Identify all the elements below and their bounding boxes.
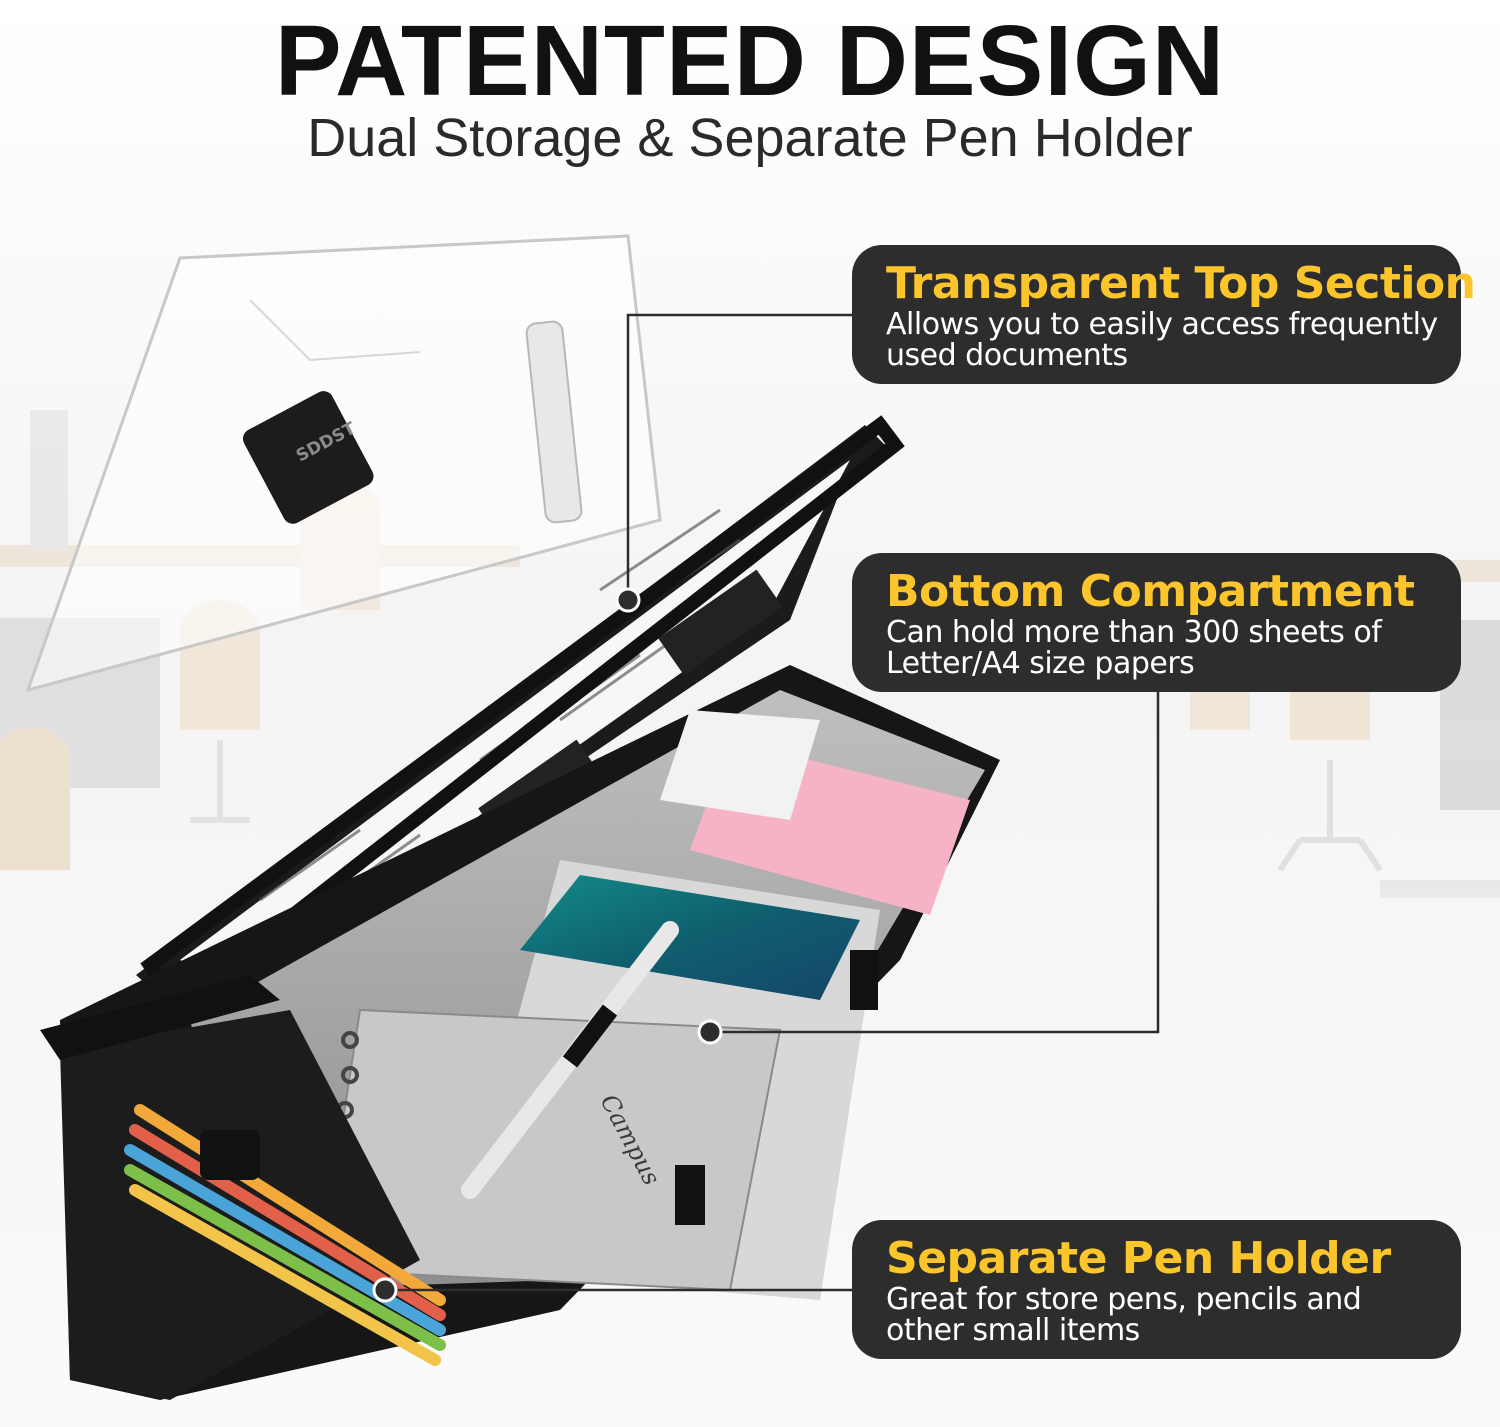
transparent-lid xyxy=(25,234,662,693)
callout-title: Bottom Compartment xyxy=(886,566,1415,617)
callout-title: Separate Pen Holder xyxy=(886,1233,1391,1284)
callout-title: Transparent Top Section xyxy=(886,258,1476,309)
callout-bottom-compartment: Bottom Compartment Can hold more than 30… xyxy=(852,553,1461,692)
leader-dots xyxy=(372,587,723,1303)
callout-transparent-top: Transparent Top Section Allows you to ea… xyxy=(852,245,1476,384)
callout-pen-holder: Separate Pen Holder Great for store pens… xyxy=(852,1220,1461,1359)
page-subtitle: Dual Storage & Separate Pen Holder xyxy=(307,108,1193,168)
callout-description: Allows you to easily access frequently u… xyxy=(886,307,1438,373)
page-title: PATENTED DESIGN xyxy=(274,5,1226,117)
leader-lines xyxy=(385,313,1160,1292)
callout-description: Great for store pens, pencils and other … xyxy=(886,1282,1362,1348)
case-body xyxy=(40,415,1000,1400)
callout-description: Can hold more than 300 sheets of Letter/… xyxy=(886,615,1382,681)
